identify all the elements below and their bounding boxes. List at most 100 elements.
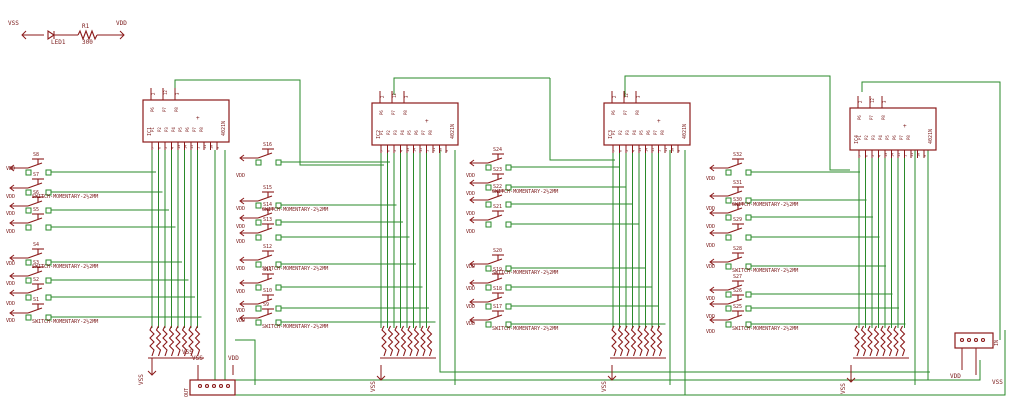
- ic-top-pin-label: P8: [881, 115, 886, 120]
- ic-bottom-pin-label: P7: [899, 135, 904, 140]
- ic-top-pin-number: 3: [882, 100, 887, 103]
- bus-wires: [174, 75, 1006, 396]
- vdd-label: VDD: [6, 194, 15, 200]
- ic-pin-number: 9: [677, 150, 681, 152]
- switch-ref: S25: [733, 304, 742, 310]
- vdd-label: VDD: [236, 224, 245, 230]
- ic-top-pin-label: P6: [857, 115, 862, 120]
- led-resistor-block: VSS LED1 R1 300 VDD: [8, 20, 127, 46]
- ic-top-pin-label: P7: [391, 110, 396, 115]
- ic-pin-number: 15: [190, 145, 194, 149]
- ic-top-pin-number: 3: [175, 92, 180, 95]
- ic-bottom-pin-label: P8: [428, 130, 433, 135]
- switch-ref: S32: [733, 152, 742, 158]
- ic-part-label: 4021N: [928, 129, 934, 144]
- resistor-icon: [77, 29, 98, 41]
- ic-bottom-pin-label: P4: [171, 127, 176, 132]
- ic-pin-number: 1: [904, 155, 908, 157]
- ic-pin-number: 11: [203, 145, 207, 149]
- ic-pin-number: 10: [439, 148, 443, 152]
- vdd-label: VDD: [236, 239, 245, 245]
- vss-label-1: VSS: [138, 374, 145, 385]
- switch-ref: S12: [263, 244, 272, 250]
- ic-top-pin-label: P7: [162, 107, 167, 112]
- ic-pin-number: 11: [910, 153, 914, 157]
- ic-top-pin-label: P8: [635, 110, 640, 115]
- ic-top-pin-number: 12: [870, 98, 875, 103]
- vdd-label: VDD: [6, 229, 15, 235]
- switch-part-label: SWITCH-MOMENTARY-2½2MM: [732, 201, 798, 208]
- switch-ref: S17: [493, 304, 502, 310]
- ic-pin-number: 4: [171, 147, 175, 149]
- ic-pin-number: 4: [632, 150, 636, 152]
- ic-top-pin-number: 3: [636, 95, 641, 98]
- ic-pin-number: 13: [406, 148, 410, 152]
- vdd-label: VDD: [466, 321, 475, 327]
- ic-pin-number: 5: [164, 147, 168, 149]
- ic-pin-number: 15: [651, 148, 655, 152]
- vdd-label: VDD: [6, 318, 15, 324]
- resistor-network-3: [610, 325, 666, 359]
- vdd-label: VDD: [6, 281, 15, 287]
- ic-pin-number: 6: [387, 150, 391, 152]
- ic-bottom-pin-label: P1: [150, 127, 155, 132]
- ic-top-pin-label: P7: [869, 115, 874, 120]
- vdd-label: VDD: [6, 166, 15, 172]
- switch-ref: S8: [33, 152, 39, 158]
- ic-origin-mark: +: [196, 115, 200, 122]
- ic-pin-number: 9: [923, 155, 927, 157]
- ic-pin-number: 13: [884, 153, 888, 157]
- ic-pin-number: 10: [210, 145, 214, 149]
- ic-part-label: 4021N: [450, 124, 456, 139]
- switch-ref: S16: [263, 142, 272, 148]
- ic-bottom-pin-label: P7: [653, 130, 658, 135]
- ic-pin-number: 6: [158, 147, 162, 149]
- ic-pin-number: 5: [871, 155, 875, 157]
- ic-top-pin-label: P8: [403, 110, 408, 115]
- ic-pin-number: 4: [400, 150, 404, 152]
- vss-label-top: VSS: [8, 20, 19, 27]
- switch-ref: S3: [33, 260, 39, 266]
- resistor-network-2: [380, 325, 436, 359]
- ic-top-pin-number: 2: [151, 92, 156, 95]
- switch-ref: S20: [493, 248, 502, 254]
- ground-symbols: VSS VSS VSS VSS VSS: [138, 349, 856, 394]
- switch-ref: S22: [493, 184, 502, 190]
- ic-pin-number: 13: [638, 148, 642, 152]
- vdd-label: VDD: [236, 289, 245, 295]
- ic-pin-number: 11: [432, 148, 436, 152]
- switch-ref: S2: [33, 277, 39, 283]
- vss-label-2: VSS: [182, 349, 193, 356]
- switch-part-label: SWITCH-MOMENTARY-2½2MM: [32, 263, 98, 270]
- ic-pin-number: 6: [619, 150, 623, 152]
- ic-pin-number: 6: [865, 155, 869, 157]
- in-conn-label: IN: [994, 340, 1000, 346]
- vss-in-label: VSS: [992, 379, 1003, 386]
- vdd-label: VDD: [706, 243, 715, 249]
- ic-top-pin-label: P6: [379, 110, 384, 115]
- ic-bottom-pin-label: P8: [199, 127, 204, 132]
- switch-part-label: SWITCH-MOMENTARY-2½2MM: [732, 267, 798, 274]
- ic-part-label: 4021N: [221, 121, 227, 136]
- ic-top-pin-number: 2: [612, 95, 617, 98]
- ic-origin-mark: +: [903, 123, 907, 130]
- out-conn-label: OUT: [184, 388, 190, 397]
- vdd-label: VDD: [6, 261, 15, 267]
